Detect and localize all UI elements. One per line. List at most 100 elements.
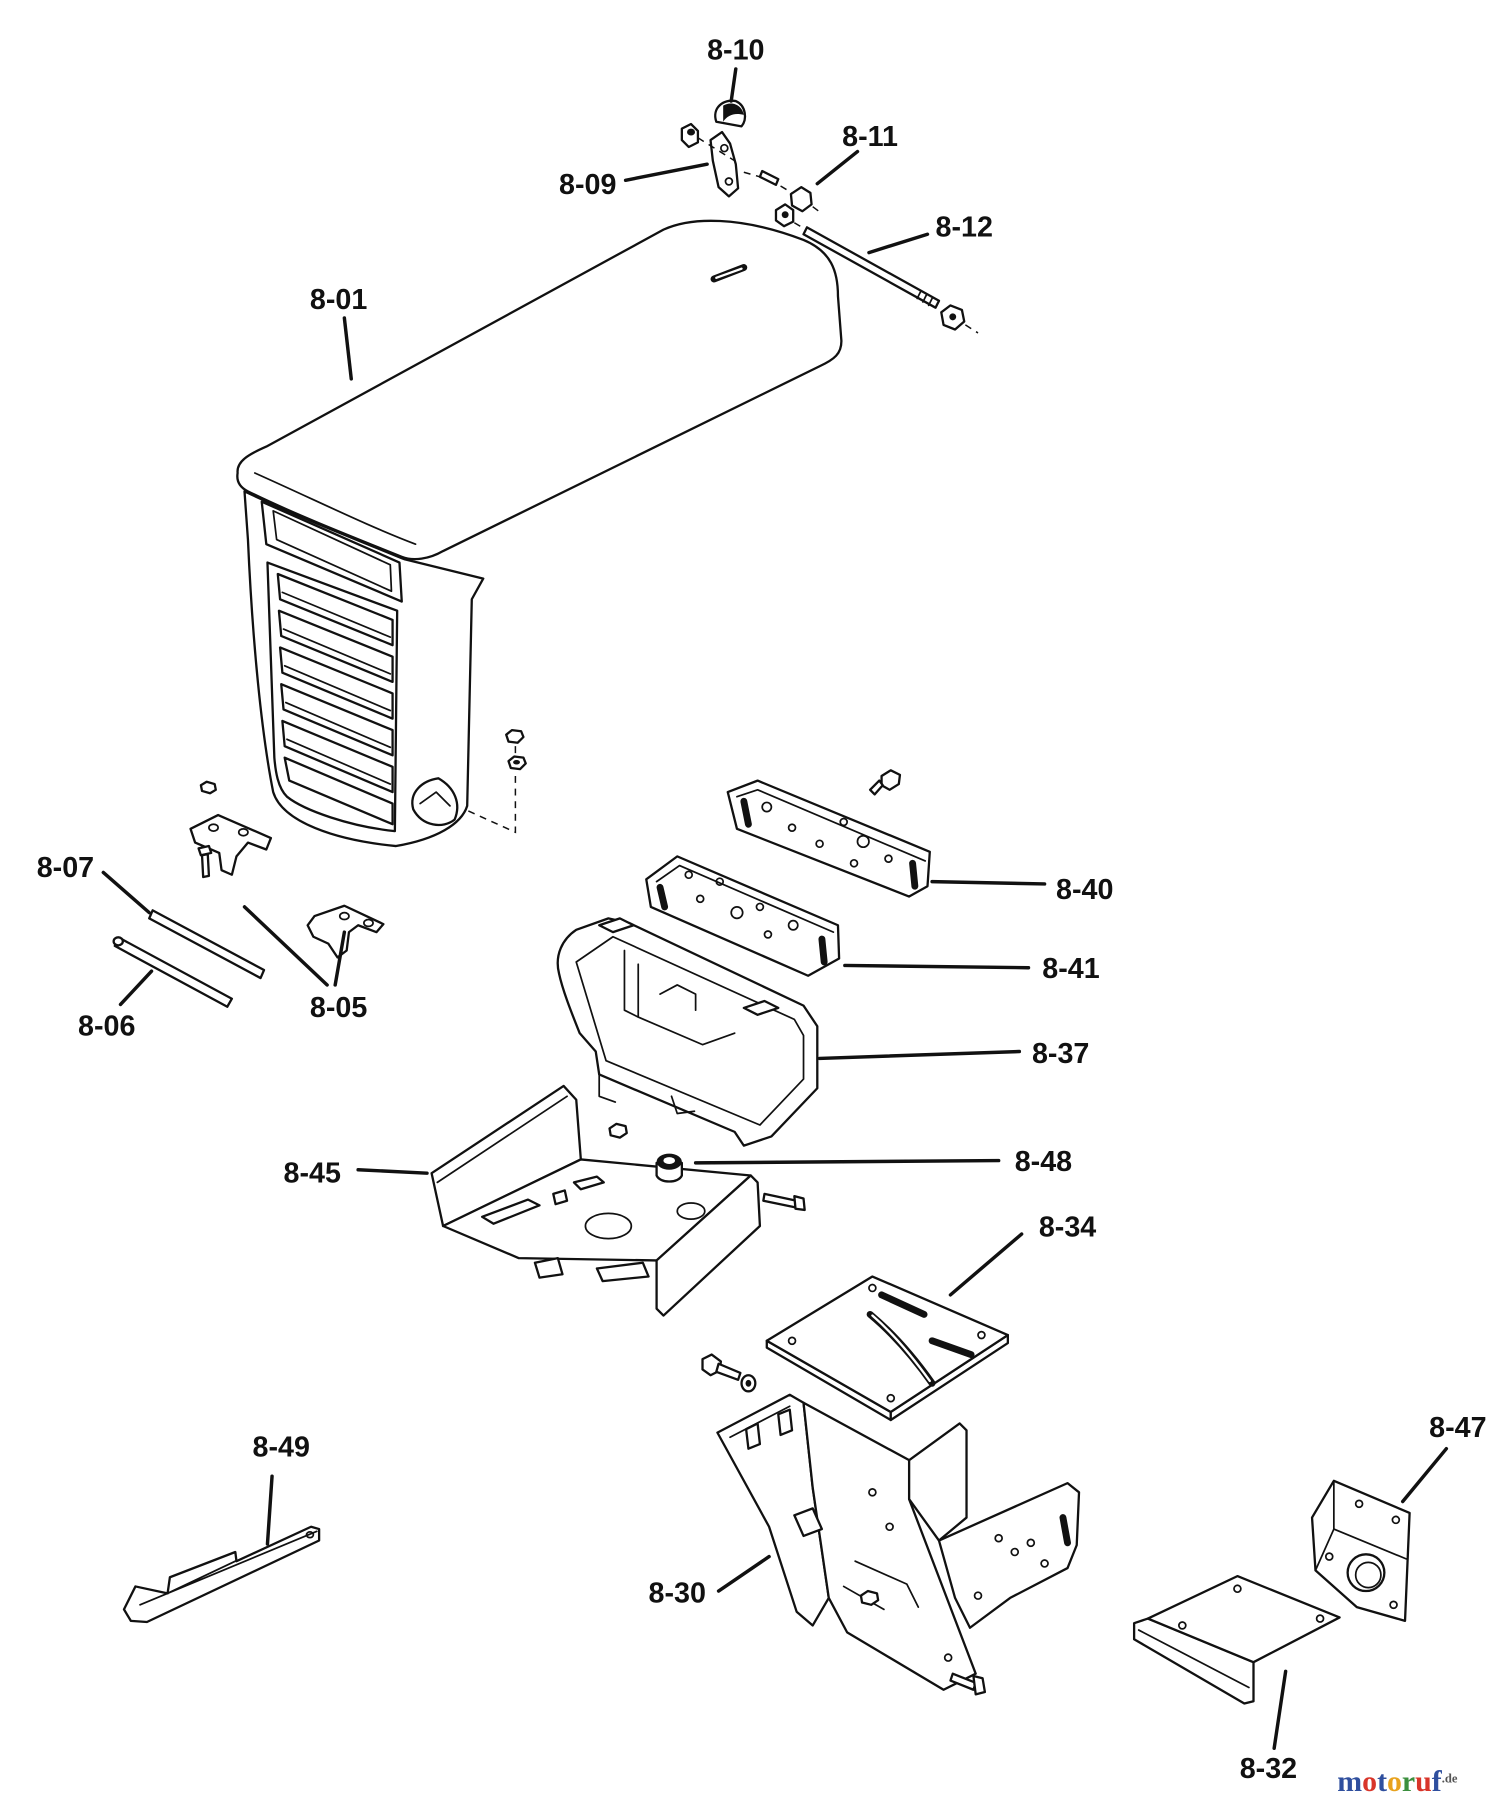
plate-hole xyxy=(868,1283,877,1293)
frame-slot xyxy=(744,1422,762,1450)
plate-hole xyxy=(849,858,859,868)
tray-slot xyxy=(480,1198,541,1225)
plate-hole xyxy=(1233,1584,1242,1594)
hood-nut-icon xyxy=(505,728,525,744)
bracket-large-hole-inner xyxy=(1354,1561,1382,1589)
callout-label-8-11: 8-11 xyxy=(842,121,898,153)
callout-label-8-45: 8-45 xyxy=(284,1157,341,1189)
knob-shade xyxy=(723,103,744,122)
part-8-09-latch xyxy=(709,130,740,198)
frame-hole xyxy=(943,1653,953,1662)
leader-8-06 xyxy=(118,969,154,1007)
leader-lines xyxy=(101,67,1449,1751)
bracket-bolt-shank xyxy=(200,852,211,879)
bracket-hole xyxy=(363,918,374,928)
tray-left-wall xyxy=(430,1084,582,1228)
frame-hole xyxy=(868,1488,877,1497)
leader-8-05 xyxy=(242,905,347,987)
part-8-05-bracket-left xyxy=(189,780,273,879)
callout-label-8-01: 8-01 xyxy=(310,284,367,316)
leader-8-40 xyxy=(930,879,1047,886)
grille-slat-shadows xyxy=(281,591,392,785)
part-8-40-plate xyxy=(726,779,931,898)
part-small-bushing xyxy=(680,122,700,149)
hood-side-hole xyxy=(411,777,459,827)
frame-hole xyxy=(1010,1547,1020,1557)
callout-label-8-40: 8-40 xyxy=(1056,874,1113,906)
bracket-bolt-head xyxy=(197,844,213,857)
callout-label-8-12: 8-12 xyxy=(936,212,993,244)
part-tray-bolt xyxy=(762,1192,806,1212)
watermark-logo-letter: t xyxy=(1377,1765,1387,1798)
hood-top-edge-line xyxy=(253,472,417,546)
watermark-logo-letter: u xyxy=(1415,1765,1432,1798)
leader-8-01 xyxy=(342,316,353,381)
leader-8-47 xyxy=(1401,1446,1449,1504)
plate-hole xyxy=(761,801,773,813)
plate-slot xyxy=(818,935,828,966)
watermark-logo-letter: r xyxy=(1402,1765,1415,1798)
part-8-34-plate xyxy=(765,1275,1009,1422)
bracket-fold-line xyxy=(1314,1479,1408,1572)
part-8-30-frame xyxy=(716,1393,1081,1691)
leader-8-07 xyxy=(101,870,151,915)
plate-hole xyxy=(1315,1614,1325,1623)
plate-arc-slot-inner xyxy=(871,1314,931,1383)
tray-square-hole xyxy=(552,1189,569,1206)
leader-8-48 xyxy=(693,1158,1001,1165)
callout-label-8-37: 8-37 xyxy=(1032,1038,1089,1070)
grille-slat xyxy=(280,683,394,757)
plate-lip-line xyxy=(655,864,835,934)
leader-8-45 xyxy=(356,1168,429,1175)
part-frame-bolt-upper xyxy=(701,1353,757,1393)
latch-pin xyxy=(758,169,780,187)
plate-body xyxy=(726,779,931,898)
part-8-37-housing xyxy=(556,917,819,1147)
part-8-48-grommet xyxy=(655,1153,683,1183)
grille-slat xyxy=(281,719,394,794)
part-8-12-rod xyxy=(802,226,979,334)
bracket-hole xyxy=(1324,1552,1334,1561)
leader-8-32 xyxy=(1272,1669,1288,1751)
frame-side-wall xyxy=(907,1422,968,1542)
leader-8-30 xyxy=(716,1554,771,1593)
callout-label-8-34: 8-34 xyxy=(1039,1211,1096,1243)
washer-bore xyxy=(745,1379,752,1387)
watermark-logo-letter: o xyxy=(1362,1765,1377,1798)
bracket-large-hole xyxy=(1346,1553,1386,1593)
frame-rear-plate xyxy=(937,1481,1081,1629)
rod-threads xyxy=(916,290,933,307)
plate-hole xyxy=(815,839,824,849)
plate-hole xyxy=(787,823,797,832)
channel-fold-line xyxy=(139,1530,318,1606)
leader-8-10 xyxy=(729,67,738,103)
bracket-nut-icon xyxy=(199,780,217,795)
rod-axis xyxy=(964,324,979,334)
callout-label-8-06: 8-06 xyxy=(78,1010,135,1042)
hood-upper-opening xyxy=(260,500,403,603)
plate-hole xyxy=(715,877,725,886)
tray-hole xyxy=(676,1202,706,1220)
tray-right-wall xyxy=(655,1174,762,1317)
frame-nut-icon xyxy=(859,1589,880,1606)
bolt-shank xyxy=(715,1362,742,1381)
callout-label-8-48: 8-48 xyxy=(1015,1146,1072,1178)
frame-hole xyxy=(994,1533,1003,1543)
plate-lip-line xyxy=(736,788,927,862)
plate-hole xyxy=(977,1330,986,1340)
bushing-body xyxy=(680,122,700,149)
frame-square-hole xyxy=(793,1507,824,1538)
callout-label-8-30: 8-30 xyxy=(649,1578,706,1610)
part-8-47-bracket xyxy=(1310,1479,1411,1623)
rod-end xyxy=(112,936,124,947)
latch-hole xyxy=(724,177,734,186)
plate-hole xyxy=(886,1393,896,1403)
bracket-hole xyxy=(1389,1600,1398,1610)
callout-label-8-41: 8-41 xyxy=(1042,953,1099,985)
part-8-41-plate xyxy=(645,855,841,977)
bolt-head xyxy=(972,1674,987,1696)
tray-hole xyxy=(584,1212,633,1240)
plate-slot xyxy=(740,797,752,828)
plate-hole xyxy=(695,894,705,904)
